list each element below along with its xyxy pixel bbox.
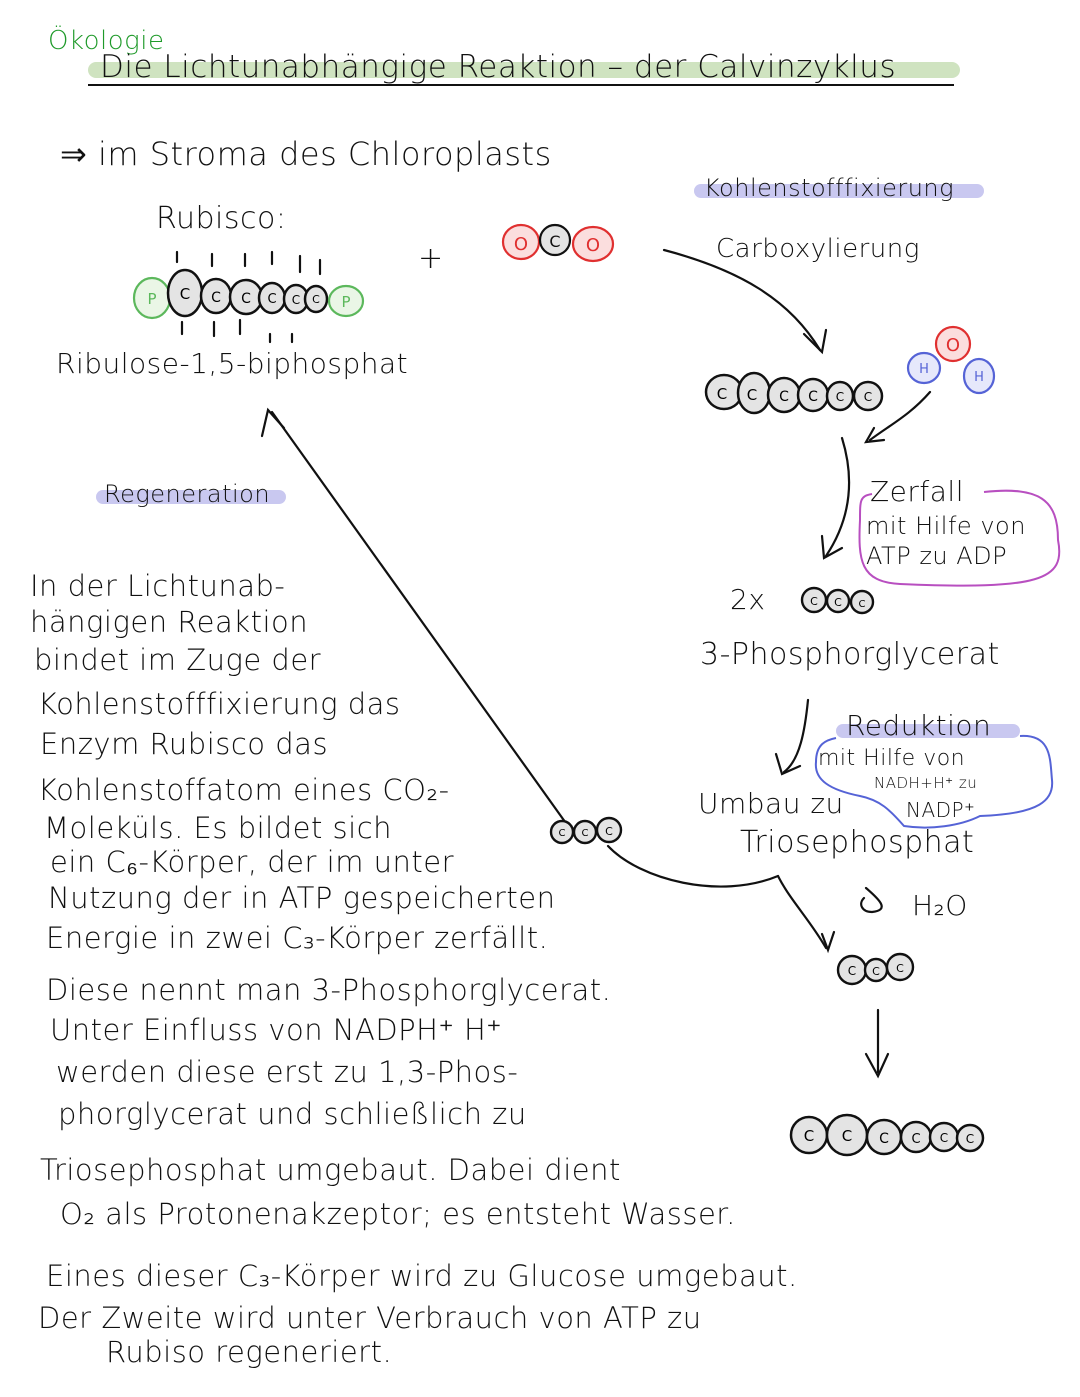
title-highlight: [88, 62, 960, 78]
c3-molecule-pair: C C C: [800, 586, 875, 615]
co2-molecule: O C O: [501, 223, 615, 263]
svg-text:P: P: [341, 293, 350, 311]
rubp-molecule: P C C C C C C P: [132, 268, 365, 320]
svg-text:C: C: [864, 390, 872, 404]
svg-text:C: C: [848, 964, 856, 978]
svg-text:C: C: [834, 596, 842, 609]
text-line: Unter Einfluss von NADPH⁺ H⁺: [50, 1013, 503, 1047]
reduction-label: Reduktion: [846, 709, 992, 742]
text-line: Nutzung der in ATP gespeicherten: [48, 881, 556, 915]
svg-text:C: C: [717, 385, 727, 403]
text-line: Energie in zwei C₃-Körper zerfällt.: [46, 921, 549, 955]
text-line: bindet im Zuge der: [34, 643, 322, 677]
svg-text:H: H: [974, 370, 984, 385]
reduction-highlight: [836, 724, 1020, 738]
svg-text:C: C: [808, 389, 818, 405]
svg-text:C: C: [605, 825, 613, 838]
text-line: Diese nennt man 3-Phosphorglycerat.: [46, 973, 612, 1007]
svg-text:C: C: [312, 293, 320, 306]
svg-text:C: C: [211, 290, 221, 306]
text-line: Kohlenstofffixierung das: [38, 687, 401, 721]
svg-text:C: C: [267, 292, 276, 307]
cleavage-note-line2: ATP zu ADP: [866, 542, 1008, 570]
fixation-label: Kohlenstofffixierung: [704, 174, 955, 202]
svg-text:C: C: [879, 1131, 889, 1147]
regeneration-label: Regeneration: [104, 480, 271, 508]
reduction-note-line2: NADH+H⁺ zu: [874, 774, 978, 792]
plus-sign: +: [418, 241, 444, 276]
page-title: Die Lichtunabhängige Reaktion – der Calv…: [100, 49, 897, 85]
conversion-line2: Triosephosphat: [740, 825, 975, 860]
conversion-line1: Umbau zu: [698, 787, 844, 820]
atp-note-box: [858, 489, 1061, 587]
text-line: Enzym Rubisco das: [40, 727, 329, 761]
svg-text:C: C: [582, 828, 589, 839]
cleavage-note-line1: mit Hilfe von: [866, 512, 1026, 540]
pg-multiplier: 2x: [730, 583, 766, 616]
c6-molecule: C C C C C C: [704, 371, 884, 415]
title-underline: [88, 84, 954, 86]
c3-molecule-regeneration: C C C: [549, 816, 623, 845]
glucose-molecule: C C C C C C: [789, 1113, 985, 1157]
svg-text:C: C: [810, 595, 818, 608]
reduction-note-line3: NADP⁺: [906, 798, 976, 822]
nadph-note-box: [814, 734, 1054, 829]
location-line: ⇒ im Stroma des Chloroplasts: [60, 135, 552, 173]
rubp-label: Ribulose-1,5-biphosphat: [56, 347, 409, 380]
water-label: H₂O: [912, 889, 968, 922]
rubisco-label: Rubisco:: [156, 201, 287, 236]
svg-text:C: C: [872, 965, 880, 978]
text-line: Triosephosphat umgebaut. Dabei dient: [40, 1153, 621, 1187]
svg-text:C: C: [559, 828, 566, 839]
text-line: Eines dieser C₃-Körper wird zu Glucose u…: [46, 1259, 798, 1293]
text-line: Rubiso regeneriert.: [106, 1335, 393, 1369]
text-line: Der Zweite wird unter Verbrauch von ATP …: [38, 1301, 702, 1335]
svg-text:C: C: [911, 1132, 920, 1147]
fixation-highlight: [694, 184, 984, 198]
text-line: phorglycerat und schließlich zu: [58, 1097, 527, 1131]
carboxylation-label: Carboxylierung: [716, 234, 920, 264]
svg-text:C: C: [842, 1127, 852, 1145]
regeneration-highlight: [96, 490, 286, 504]
cleavage-label: Zerfall: [870, 475, 964, 508]
text-line: Kohlenstoffatom eines CO₂-: [38, 773, 450, 807]
reduction-note-line1: mit Hilfe von: [818, 746, 966, 771]
text-line: O₂ als Protonenakzeptor; es entsteht Was…: [60, 1197, 736, 1231]
text-line: werden diese erst zu 1,3-Phos-: [56, 1055, 519, 1089]
svg-text:P: P: [147, 290, 156, 308]
c3-molecule-triose: C C C: [836, 952, 915, 986]
text-line: Moleküls. Es bildet sich: [44, 811, 393, 845]
svg-text:C: C: [804, 1127, 814, 1145]
svg-text:C: C: [836, 390, 844, 404]
text-line: hängigen Reaktion: [30, 605, 309, 639]
svg-text:C: C: [292, 293, 300, 307]
pg-label: 3-Phosphorglycerat: [700, 637, 1000, 672]
svg-text:C: C: [859, 599, 866, 610]
svg-text:C: C: [180, 285, 190, 303]
svg-text:C: C: [549, 232, 560, 251]
svg-text:O: O: [946, 335, 960, 356]
text-line: In der Lichtunab-: [30, 569, 286, 603]
svg-text:C: C: [779, 389, 789, 405]
subject-label: Ökologie: [48, 26, 165, 56]
text-line: ein C₆-Körper, der im unter: [50, 845, 455, 879]
svg-text:C: C: [966, 1132, 974, 1146]
water-molecule: O H H: [906, 325, 996, 395]
svg-text:C: C: [747, 386, 757, 404]
svg-text:O: O: [586, 235, 600, 256]
svg-text:O: O: [514, 234, 528, 255]
svg-text:C: C: [241, 291, 251, 307]
svg-text:C: C: [940, 1131, 948, 1145]
svg-text:C: C: [896, 962, 904, 975]
svg-text:H: H: [919, 362, 929, 377]
